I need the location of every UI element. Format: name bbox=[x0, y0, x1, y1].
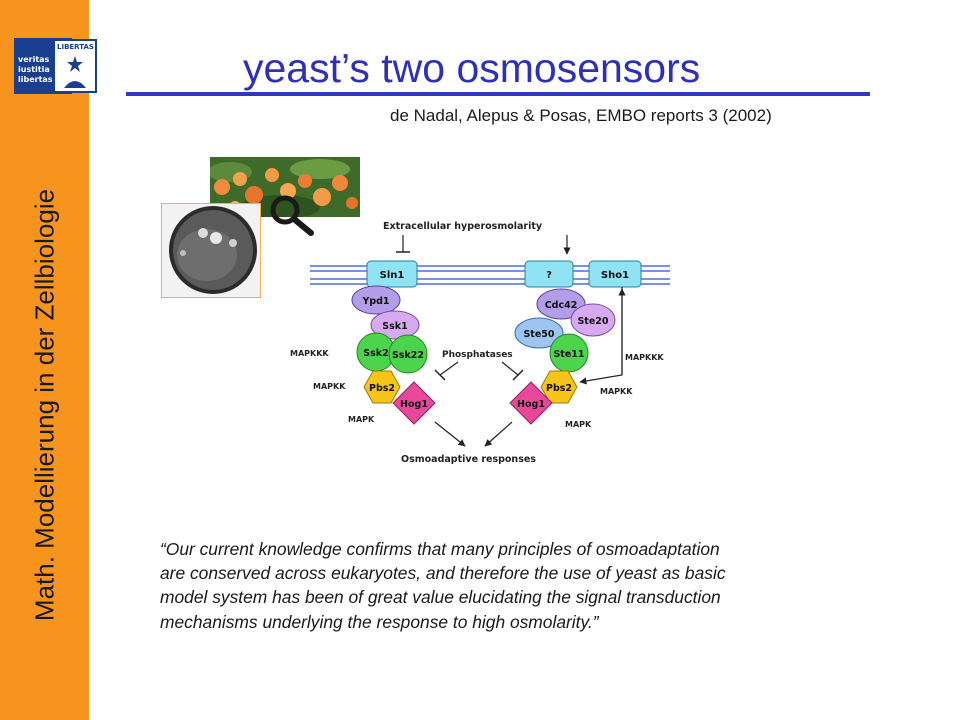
svg-text:Pbs2: Pbs2 bbox=[369, 383, 395, 394]
label-mapkk-right: MAPKK bbox=[600, 387, 633, 396]
svg-text:Ypd1: Ypd1 bbox=[361, 296, 389, 307]
label-mapk-left: MAPK bbox=[348, 415, 375, 424]
svg-text:Ste20: Ste20 bbox=[577, 316, 608, 327]
logo-word-3: libertas bbox=[18, 75, 53, 84]
svg-text:Ssk2: Ssk2 bbox=[363, 348, 388, 359]
sidebar bbox=[0, 0, 89, 720]
node-pbs2-right: Pbs2 bbox=[540, 370, 578, 404]
node-ssk22: Ssk22 bbox=[388, 334, 428, 374]
svg-text:Hog1: Hog1 bbox=[400, 399, 428, 410]
sidebar-course-title: Math. Modellierung in der Zellbiologie bbox=[29, 188, 60, 622]
quote-block: “Our current knowledge confirms that man… bbox=[160, 537, 880, 634]
logo-word-2: iustitia bbox=[18, 65, 50, 74]
node-ssk1: Ssk1 bbox=[370, 310, 420, 340]
node-ste20: Ste20 bbox=[570, 303, 616, 337]
citation: de Nadal, Alepus & Posas, EMBO reports 3… bbox=[390, 106, 772, 125]
svg-text:Pbs2: Pbs2 bbox=[546, 383, 572, 394]
node-ste50: Ste50 bbox=[514, 317, 564, 349]
svg-text:Sho1: Sho1 bbox=[601, 270, 629, 281]
slide-title: yeast’s two osmosensors bbox=[243, 45, 701, 91]
svg-text:Ssk1: Ssk1 bbox=[382, 321, 407, 332]
label-mapkkk-left: MAPKKK bbox=[290, 349, 329, 358]
hog-pathway-diagram: Extracellular hyperosmolarity Sln1 ? Sho… bbox=[290, 221, 670, 465]
svg-text:Ste11: Ste11 bbox=[553, 349, 584, 360]
node-sln1: Sln1 bbox=[366, 260, 418, 288]
node-hog1-right: Hog1 bbox=[509, 381, 553, 425]
label-mapkk-left: MAPKK bbox=[313, 382, 346, 391]
quote-line-4: mechanisms underlying the response to hi… bbox=[160, 611, 599, 632]
svg-text:Cdc42: Cdc42 bbox=[545, 300, 578, 311]
label-osmoadaptive-responses: Osmoadaptive responses bbox=[401, 454, 536, 465]
university-logo: veritas iustitia libertas LIBERTAS bbox=[14, 38, 97, 94]
magnifier-icon bbox=[270, 195, 314, 236]
quote-line-2: are conserved across eukaryotes, and the… bbox=[160, 563, 726, 584]
svg-text:?: ? bbox=[546, 270, 552, 281]
label-phosphatases: Phosphatases bbox=[442, 350, 513, 360]
quote-line-3: model system has been of great value elu… bbox=[160, 587, 721, 608]
svg-text:Ssk22: Ssk22 bbox=[392, 350, 424, 361]
svg-text:Ste50: Ste50 bbox=[523, 329, 554, 340]
title-underline bbox=[126, 92, 870, 96]
logo-word-1: veritas bbox=[18, 55, 50, 64]
svg-text:Sln1: Sln1 bbox=[380, 270, 405, 281]
node-hog1-left: Hog1 bbox=[392, 381, 436, 425]
label-mapk-right: MAPK bbox=[565, 420, 592, 429]
node-ste11: Ste11 bbox=[549, 333, 589, 373]
node-pbs2-left: Pbs2 bbox=[363, 370, 401, 404]
node-cdc42: Cdc42 bbox=[536, 288, 586, 320]
quote-line-1: “Our current knowledge confirms that man… bbox=[160, 539, 720, 559]
star-icon bbox=[67, 56, 83, 72]
label-mapkkk-right: MAPKKK bbox=[625, 353, 664, 362]
stimulus-label: Extracellular hyperosmolarity bbox=[383, 221, 543, 232]
node-sho1: Sho1 bbox=[588, 260, 642, 288]
yeast-colony-photo bbox=[161, 203, 261, 298]
logo-banner: LIBERTAS bbox=[57, 43, 94, 51]
node-unknown-sensor: ? bbox=[524, 260, 574, 288]
node-ypd1: Ypd1 bbox=[351, 285, 401, 315]
svg-text:Hog1: Hog1 bbox=[517, 399, 545, 410]
